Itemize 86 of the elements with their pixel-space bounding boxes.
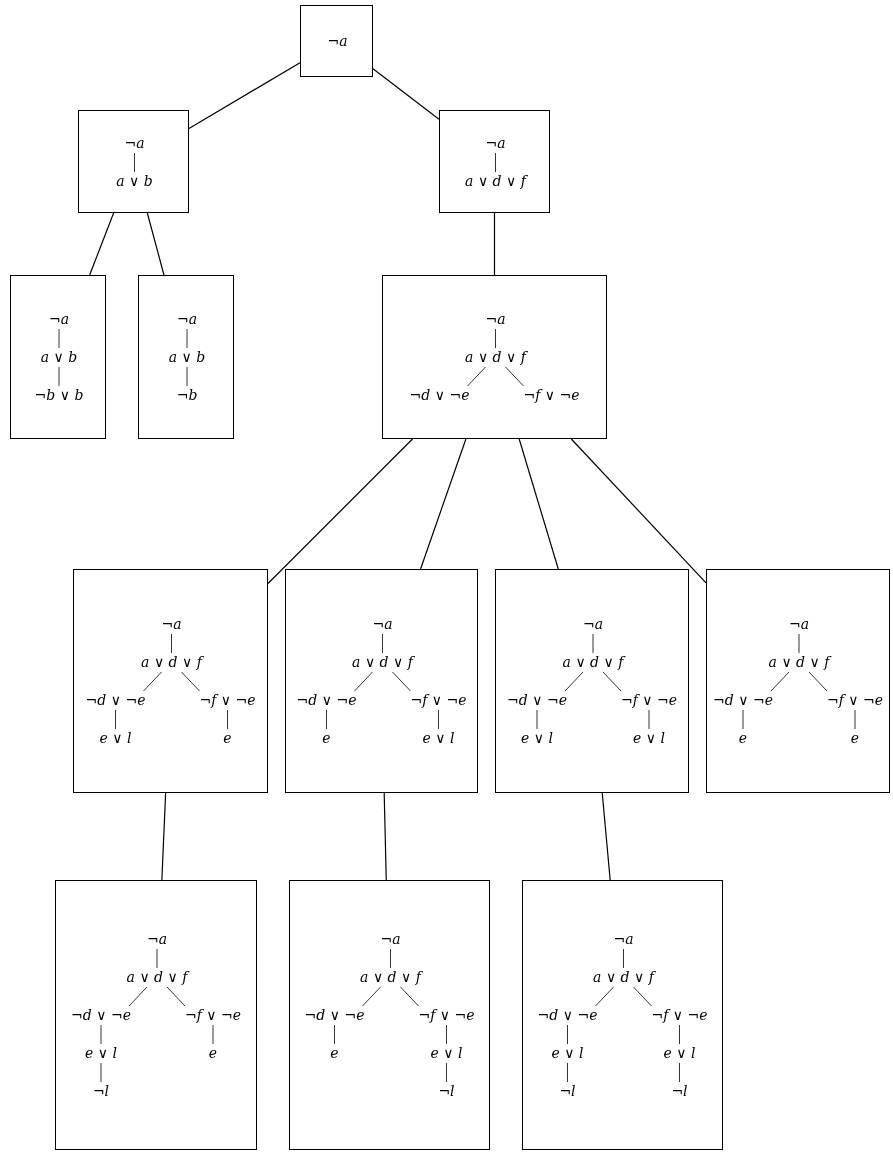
formula: ¬a [48, 310, 70, 329]
formula: a ∨ d ∨ f [352, 653, 413, 672]
formula: a ∨ d ∨ f [593, 968, 654, 987]
formula: e [330, 1044, 339, 1063]
formula: ¬a [372, 615, 393, 634]
tableau-box [10, 275, 106, 439]
connector-line [383, 792, 387, 881]
formula: ¬f ∨ ¬e [184, 1006, 242, 1025]
connector-line [267, 438, 414, 585]
formula: ¬f ∨ ¬e [826, 691, 884, 710]
connector-line [570, 438, 707, 584]
tableau-box [382, 275, 607, 439]
formula: ¬a [788, 615, 810, 634]
formula: ¬d ∨ ¬e [296, 691, 357, 710]
formula: e ∨ l [422, 729, 455, 748]
formula: ¬b [176, 386, 198, 405]
formula: e ∨ l [633, 729, 665, 748]
formula: a ∨ d ∨ f [562, 653, 624, 672]
formula: ¬f ∨ ¬e [199, 691, 256, 710]
formula: ¬d ∨ ¬e [71, 1006, 131, 1025]
formula: ¬a [161, 615, 182, 634]
formula: ¬a [485, 133, 506, 153]
formula: a ∨ d ∨ f [126, 968, 188, 987]
connector-line [188, 62, 301, 130]
connector-line [146, 212, 165, 276]
formula: a ∨ b [40, 348, 78, 367]
tableau-box [300, 5, 373, 77]
formula: e [738, 729, 748, 748]
formula: a ∨ d ∨ f [360, 968, 421, 987]
formula: ¬d ∨ ¬e [507, 691, 567, 710]
formula: e [223, 729, 232, 748]
formula: ¬d ∨ ¬e [537, 1006, 598, 1025]
formula: ¬l [438, 1082, 455, 1101]
connector-line [89, 212, 115, 276]
formula: ¬a [327, 32, 348, 51]
tableau-box [138, 275, 234, 439]
formula: ¬l [671, 1082, 688, 1101]
formula: e ∨ l [551, 1044, 584, 1063]
formula: ¬f ∨ ¬e [410, 691, 467, 710]
connector-line [601, 792, 611, 881]
formula: a ∨ b [168, 348, 206, 367]
formula: ¬l [559, 1082, 576, 1101]
formula: ¬f ∨ ¬e [651, 1006, 708, 1025]
formula: ¬d ∨ ¬e [85, 691, 146, 710]
formula: e [322, 729, 331, 748]
connector-line [372, 68, 440, 120]
tableau-box [73, 569, 268, 793]
formula: ¬a [176, 310, 198, 329]
connector-line [161, 792, 167, 881]
formula: a ∨ d ∨ f [141, 653, 202, 672]
formula: ¬d ∨ ¬e [304, 1006, 365, 1025]
tableau-box [289, 880, 490, 1150]
formula: ¬a [582, 615, 604, 634]
formula: ¬b ∨ b [34, 386, 84, 405]
formula: e ∨ l [85, 1044, 117, 1063]
formula: ¬d ∨ ¬e [409, 386, 470, 405]
formula: a ∨ b [116, 171, 153, 191]
formula: ¬a [613, 930, 634, 949]
tableau-box [78, 110, 189, 213]
connector-line [493, 212, 496, 276]
formula: ¬f ∨ ¬e [523, 386, 580, 405]
connector-line [419, 438, 467, 570]
formula: ¬d ∨ ¬e [713, 691, 773, 710]
formula: e ∨ l [521, 729, 553, 748]
tableau-box [495, 569, 689, 793]
formula: e [850, 729, 860, 748]
formula: e ∨ l [99, 729, 132, 748]
formula: ¬a [124, 133, 145, 153]
connector-line [518, 438, 559, 570]
formula: e ∨ l [430, 1044, 463, 1063]
formula: ¬l [92, 1082, 110, 1101]
formula: e [208, 1044, 218, 1063]
formula: ¬a [146, 930, 168, 949]
formula: a ∨ d ∨ f [465, 171, 526, 191]
formula: a ∨ d ∨ f [768, 653, 830, 672]
tableau-box [55, 880, 257, 1150]
formula: ¬f ∨ ¬e [620, 691, 678, 710]
formula: ¬f ∨ ¬e [418, 1006, 475, 1025]
tableau-box [522, 880, 723, 1150]
tableau-box [706, 569, 890, 793]
formula: e ∨ l [663, 1044, 696, 1063]
formula: a ∨ d ∨ f [465, 348, 526, 367]
tableau-box [285, 569, 478, 793]
tableau-box [439, 110, 550, 213]
formula: ¬a [485, 310, 506, 329]
formula: ¬a [380, 930, 401, 949]
